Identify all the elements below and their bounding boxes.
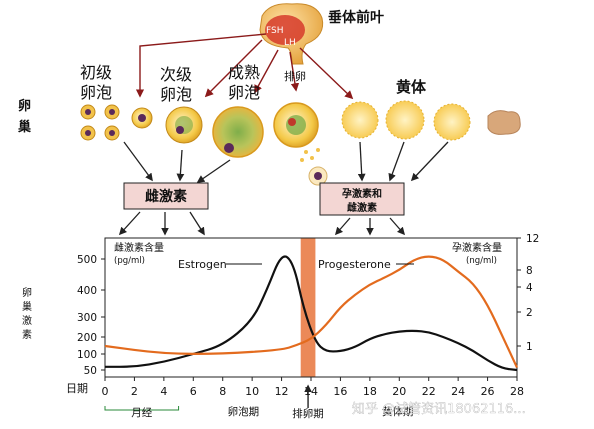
ovary-label: 卵 巢	[17, 98, 32, 135]
x-axis-label: 日期	[66, 382, 88, 395]
pituitary-label: 垂体前叶	[328, 9, 384, 26]
x-tick-label: 16	[333, 385, 347, 398]
x-tick-label: 6	[190, 385, 197, 398]
watermark: 知乎 @试管资讯18062116...	[352, 401, 526, 417]
mature-follicle	[212, 106, 264, 158]
x-tick-label: 0	[102, 385, 109, 398]
lh-label: LH	[284, 38, 296, 48]
right-tick-label: 8	[526, 265, 533, 277]
right-tick-label: 12	[526, 233, 539, 245]
left-tick-label: 100	[77, 349, 97, 361]
stage-mature-label: 成熟 卵泡	[228, 63, 260, 102]
estrogen-series-label: Estrogen	[178, 258, 227, 271]
estrogen-box: 雌激素	[123, 182, 209, 210]
left-tick-label: 300	[77, 312, 97, 324]
right-axis-title: 孕激素含量	[452, 241, 502, 254]
y-side-label-char: 巢	[22, 300, 32, 313]
left-tick-label: 200	[77, 332, 97, 344]
left-axis-unit: (pg/ml)	[114, 256, 145, 266]
x-tick-label: 18	[363, 385, 377, 398]
stage-secondary-label: 次级 卵泡	[160, 65, 192, 104]
x-tick-label: 26	[481, 385, 495, 398]
ovulating-follicle	[273, 102, 320, 162]
y-side-label-char: 激	[22, 314, 32, 327]
estrogen-line	[105, 255, 518, 372]
progesterone-line	[104, 255, 518, 369]
fsh-label: FSH	[266, 26, 284, 36]
svg-text:卵泡: 卵泡	[228, 83, 260, 102]
svg-text:孕激素和: 孕激素和	[342, 187, 382, 200]
progesterone-series-label: Progesterone	[318, 258, 391, 271]
svg-text:雌激素: 雌激素	[347, 201, 377, 214]
phase-label: 黄体期	[382, 405, 414, 418]
phase-label: 卵泡期	[228, 405, 260, 418]
right-tick-label: 4	[526, 282, 533, 294]
x-tick-label: 10	[245, 385, 259, 398]
svg-text:巢: 巢	[17, 119, 32, 135]
svg-text:卵泡: 卵泡	[80, 83, 112, 102]
left-axis-title: 雌激素含量	[114, 241, 164, 254]
primary-follicle	[131, 107, 153, 129]
ovulation-label: 排卵	[284, 69, 306, 83]
x-tick-label: 24	[451, 385, 465, 398]
corpus-luteum-stages	[341, 100, 521, 141]
secretion-arrows	[118, 141, 449, 236]
stage-primary-label: 初级 卵泡	[80, 63, 112, 102]
hormone-arrows	[135, 33, 354, 100]
y-side-label-char: 卵	[22, 287, 32, 299]
corpus-luteum-label: 黄体	[396, 78, 427, 96]
svg-text:卵泡: 卵泡	[160, 85, 192, 104]
right-tick-label: 2	[526, 307, 533, 319]
pituitary: FSH LH	[259, 3, 324, 65]
x-tick-label: 8	[219, 385, 226, 398]
svg-text:初级: 初级	[80, 63, 112, 82]
y-side-label-char: 素	[22, 328, 32, 341]
svg-text:次级: 次级	[160, 65, 192, 84]
right-axis-unit: (ng/ml)	[466, 256, 497, 266]
phase-label-ovulation: 排卵期	[292, 407, 324, 420]
released-ovum	[308, 166, 328, 186]
left-tick-label: 500	[77, 254, 97, 266]
primordial-follicles	[80, 104, 120, 141]
svg-text:雌激素: 雌激素	[145, 188, 187, 205]
right-tick-label: 1	[526, 341, 533, 353]
menstruation-bracket	[104, 406, 180, 411]
x-tick-label: 20	[392, 385, 406, 398]
phase-label-menstruation: 月经	[131, 406, 152, 419]
progesterone-estrogen-box: 孕激素和 雌激素	[319, 182, 405, 216]
svg-text:成熟: 成熟	[228, 63, 260, 82]
x-tick-label: 4	[160, 385, 167, 398]
hormone-chart: 卵巢激素雌激素含量(pg/ml)50100200300400500孕激素含量(n…	[22, 233, 539, 420]
left-tick-label: 400	[77, 285, 97, 297]
svg-text:卵: 卵	[18, 98, 31, 114]
left-tick-label: 50	[84, 365, 97, 377]
x-tick-label: 28	[510, 385, 524, 398]
x-tick-label: 2	[131, 385, 138, 398]
x-tick-label: 14	[304, 385, 318, 398]
x-tick-label: 22	[422, 385, 436, 398]
secondary-follicle	[165, 106, 203, 144]
x-tick-label: 12	[275, 385, 289, 398]
